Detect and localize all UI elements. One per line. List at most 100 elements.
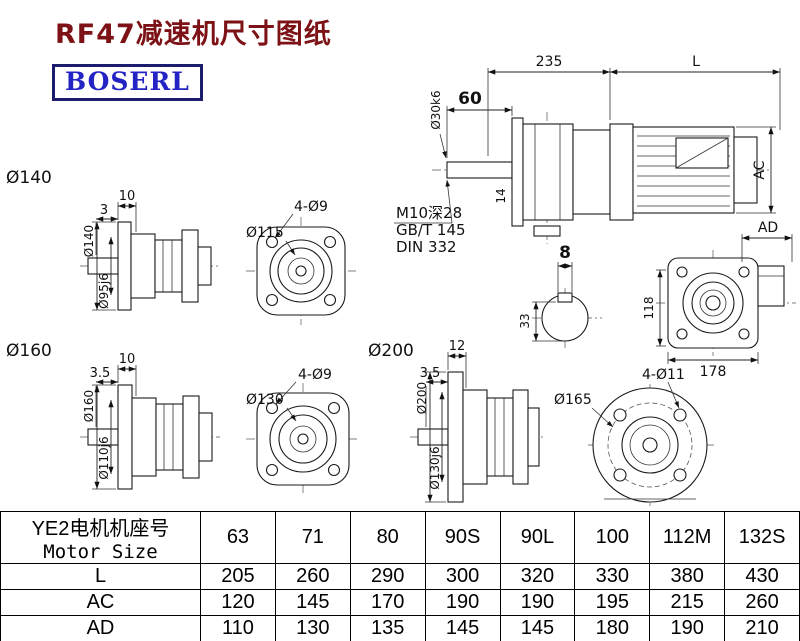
motor-size-label-en: Motor Size <box>43 541 158 563</box>
table-cell: 210 <box>724 615 800 641</box>
table-cell: 71 <box>274 511 351 564</box>
row-label-AD: AD <box>0 615 201 641</box>
table-cell: 190 <box>424 589 501 616</box>
table-cell: 120 <box>200 589 276 616</box>
dim-60-label: 60 <box>458 89 482 109</box>
motor-flange <box>609 123 634 221</box>
table-cell: 145 <box>274 589 351 616</box>
dim-3-label-140: 3 <box>100 203 108 218</box>
main-assembly-view: 235 L 60 Ø30k6 14 AC M10深28 GB/T 145 DIN… <box>394 54 781 256</box>
dim-235-label: 235 <box>536 54 563 70</box>
table-cell: 63 <box>200 511 276 564</box>
row-label-L: L <box>0 563 201 590</box>
table-row-motor-size: YE2电机机座号 Motor Size 63 71 80 90S 90L 100… <box>0 511 800 564</box>
output-flange-plate <box>511 117 524 227</box>
motor-size-header-cell: YE2电机机座号 Motor Size <box>0 511 201 564</box>
table-cell: 80 <box>349 511 426 564</box>
flange140-side-view: Ø140 10 3 Ø140 Ø95j6 <box>6 168 218 311</box>
holes-label-165: 4-Ø11 <box>642 367 685 383</box>
shaft-140 <box>87 257 119 275</box>
note-thread: M10深28 <box>396 204 462 222</box>
shaft-keyway-section-view: 8 33 <box>518 243 602 350</box>
table-row-L: L 205 260 290 300 320 330 380 430 <box>0 563 800 590</box>
front-view-165: 4-Ø11 Ø165 <box>554 367 714 506</box>
motor-rear-view: AD 118 178 <box>642 220 796 380</box>
dia-outer-label-160: Ø160 <box>82 390 96 422</box>
dim-AD-label: AD <box>758 220 778 236</box>
gearbox-bell <box>572 129 611 215</box>
logo-text: BOSERL <box>65 67 190 96</box>
table-cell: 110 <box>200 615 276 641</box>
table-cell: 190 <box>649 615 726 641</box>
terminal-box-side <box>757 265 785 307</box>
dia-label-165: Ø165 <box>554 392 592 408</box>
table-cell: 195 <box>574 589 651 616</box>
gearbox-bottom-lug <box>533 225 561 237</box>
flange200-side-view: Ø200 12 3.5 Ø200 Ø130j6 <box>368 339 546 503</box>
front-view-115: 4-Ø9 Ø115 <box>246 199 356 325</box>
dia-outer-label-200: Ø200 <box>415 382 429 414</box>
table-cell: 90S <box>424 511 501 564</box>
note-gbt: GB/T 145 <box>396 221 466 239</box>
shaft-200 <box>417 428 449 446</box>
table-cell: 180 <box>574 615 651 641</box>
dim-14-label: 14 <box>494 188 508 203</box>
keyway-slot <box>557 292 573 303</box>
row-label-AC: AC <box>0 589 201 616</box>
dia-pilot-label-140: Ø95j6 <box>97 273 111 309</box>
table-cell: 320 <box>499 563 576 590</box>
table-cell: 380 <box>649 563 726 590</box>
flange-plate-200 <box>447 371 464 503</box>
table-cell: 170 <box>349 589 426 616</box>
table-row-AD: AD 110 130 135 145 145 180 190 210 <box>0 615 800 641</box>
flange160-side-view: Ø160 10 3.5 Ø160 Ø110j6 <box>6 341 220 490</box>
table-cell: 205 <box>200 563 276 590</box>
table-cell: 132S <box>724 511 800 564</box>
gearbox-body <box>522 123 574 221</box>
dim-10-label-160: 10 <box>119 352 136 367</box>
flange-circle-165 <box>592 387 708 503</box>
flange-plate-140 <box>117 221 132 311</box>
holes-label-115: 4-Ø9 <box>294 199 328 215</box>
holes-label-130: 4-Ø9 <box>298 367 332 383</box>
table-cell: 430 <box>724 563 800 590</box>
table-cell: 330 <box>574 563 651 590</box>
technical-drawing: 235 L 60 Ø30k6 14 AC M10深28 GB/T 145 DIN… <box>6 54 796 506</box>
dimension-table: YE2电机机座号 Motor Size 63 71 80 90S 90L 100… <box>0 511 800 641</box>
table-cell: 290 <box>349 563 426 590</box>
note-din: DIN 332 <box>396 238 457 256</box>
motor-rear-cap <box>733 136 758 204</box>
table-cell: 190 <box>499 589 576 616</box>
dim-178-label: 178 <box>700 364 727 380</box>
page-title: RF47减速机尺寸图纸 <box>55 19 332 50</box>
boserl-logo: BOSERL <box>52 64 203 101</box>
dim-AC-label: AC <box>752 160 768 179</box>
dim-33-label: 33 <box>518 313 532 328</box>
dim-12-label-200: 12 <box>449 339 466 354</box>
flange-plate-160 <box>117 384 133 490</box>
view-label-200: Ø200 <box>368 341 414 361</box>
output-shaft <box>446 161 513 179</box>
table-cell: 135 <box>349 615 426 641</box>
table-cell: 112M <box>649 511 726 564</box>
table-cell: 145 <box>424 615 501 641</box>
dim-118-label: 118 <box>642 297 656 320</box>
dim-3-5-label-160: 3.5 <box>90 366 111 381</box>
view-label-140: Ø140 <box>6 168 52 188</box>
table-cell: 90L <box>499 511 576 564</box>
table-cell: 260 <box>724 589 800 616</box>
dia-pilot-label-160: Ø110j6 <box>97 436 111 479</box>
dia-pilot-label-200: Ø130j6 <box>428 446 442 489</box>
dia-label-115: Ø115 <box>246 225 284 241</box>
dim-L-label: L <box>692 54 700 70</box>
shaft-diameter-label: Ø30k6 <box>429 90 443 129</box>
dia-label-130: Ø130 <box>246 392 284 408</box>
dia-outer-label-140: Ø140 <box>82 225 96 257</box>
table-cell: 300 <box>424 563 501 590</box>
table-cell: 145 <box>499 615 576 641</box>
table-cell: 130 <box>274 615 351 641</box>
table-cell: 215 <box>649 589 726 616</box>
motor-size-label-cn: YE2电机机座号 <box>31 518 170 540</box>
table-row-AC: AC 120 145 170 190 190 195 215 260 <box>0 589 800 616</box>
